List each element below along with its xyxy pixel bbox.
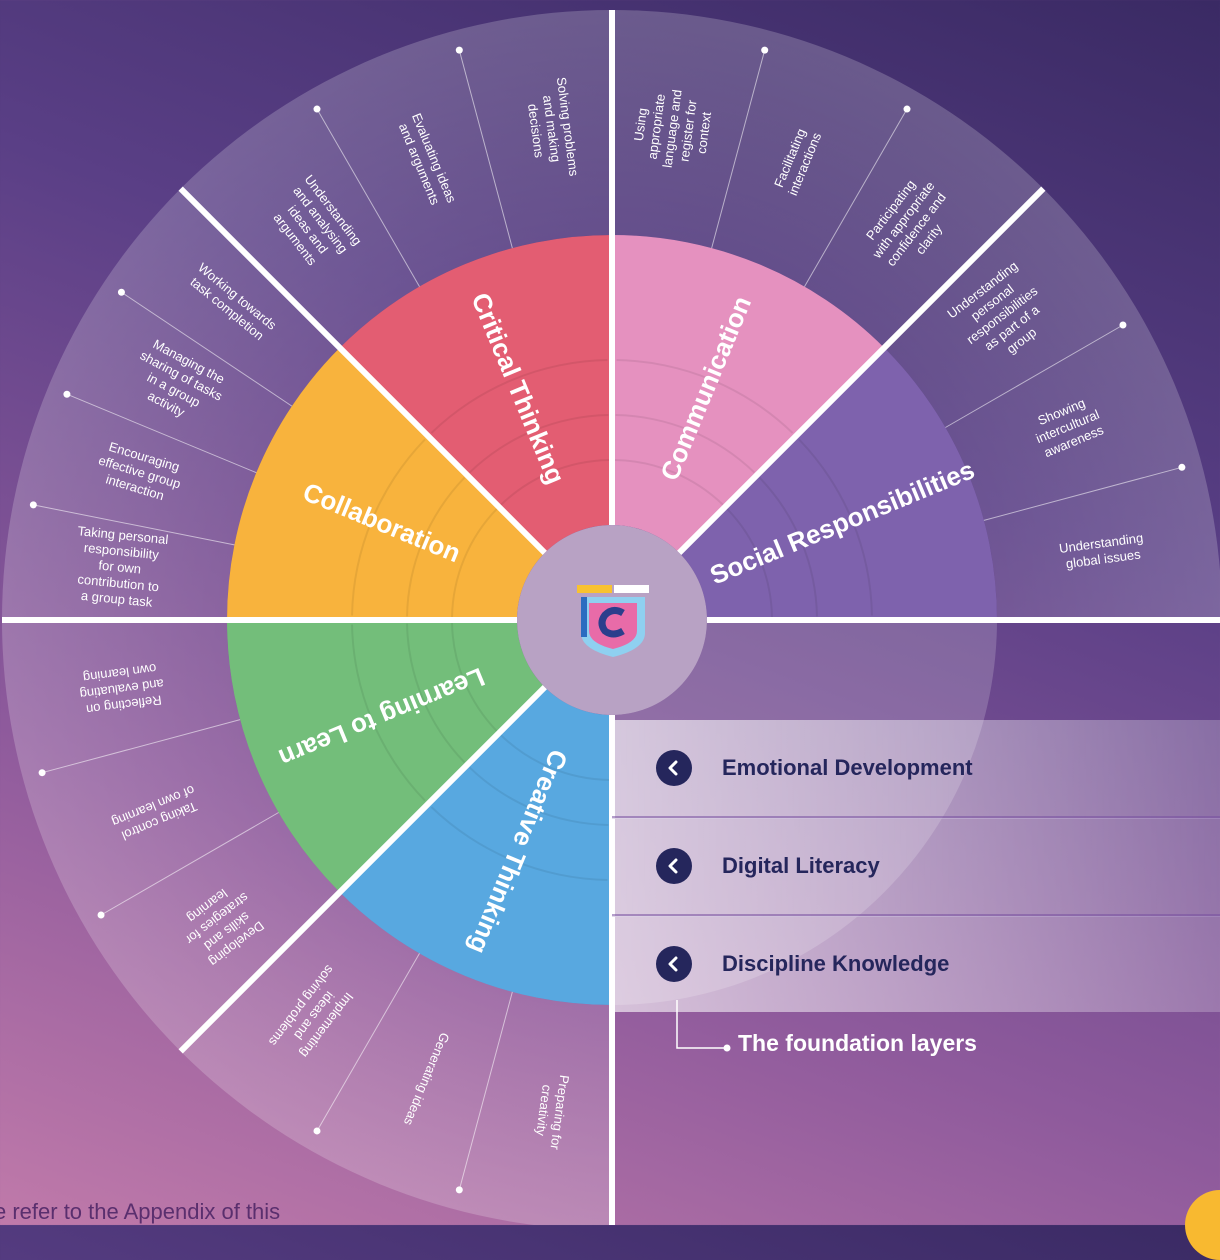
subskill-dot (903, 105, 911, 113)
subskill-dot (97, 911, 105, 919)
segment-collaboration[interactable] (227, 347, 545, 620)
subskill-dot (761, 46, 769, 54)
segment-learning-to-learn[interactable] (227, 620, 545, 893)
foundation-layer-label: Emotional Development (722, 755, 973, 780)
sector-divider (677, 186, 1046, 555)
chevron-left-icon[interactable] (656, 848, 692, 884)
segment-social-responsibilities[interactable] (679, 347, 997, 620)
appendix-note: e refer to the Appendix of this (0, 1199, 281, 1224)
subskill-dot (313, 1127, 321, 1135)
subskill-dot (29, 501, 37, 509)
sector-divider (178, 186, 547, 555)
subskill-divider (100, 812, 279, 916)
subskill-divider (458, 991, 513, 1191)
foundation-layers-label: The foundation layers (738, 1030, 977, 1056)
subskill-dot (117, 288, 125, 296)
foundation-layer-emotional-development[interactable]: Emotional Development (612, 720, 1220, 819)
subskill-label: Managing thesharing of tasksin a groupac… (123, 333, 233, 432)
foundation-layer-label: Digital Literacy (722, 853, 880, 878)
subskill-divider (945, 324, 1124, 428)
subskill-dot (1119, 321, 1127, 329)
chevron-left-icon[interactable] (656, 946, 692, 982)
subskill-divider (983, 466, 1183, 521)
subskill-divider (316, 953, 420, 1132)
subskill-divider (316, 108, 420, 287)
shield-c-logo-icon (577, 585, 649, 657)
segment-critical-thinking[interactable] (339, 235, 612, 553)
subskill-divider (458, 49, 513, 249)
chevron-left-icon[interactable] (656, 750, 692, 786)
foundation-layer-label: Discipline Knowledge (722, 951, 950, 976)
subskill-dot (455, 46, 463, 54)
subskill-divider (66, 393, 257, 474)
subskill-label: Taking personalresponsibilityfor owncont… (71, 523, 169, 611)
foundation-layer-digital-literacy[interactable]: Digital Literacy (612, 818, 1220, 917)
subskill-dot (455, 1186, 463, 1194)
foundation-layer-discipline-knowledge[interactable]: Discipline Knowledge (612, 916, 1220, 1012)
subskill-divider (121, 291, 293, 407)
subskill-divider (33, 504, 235, 546)
subskill-dot (1178, 463, 1186, 471)
subskill-divider (41, 719, 241, 774)
segment-creative-thinking[interactable] (339, 687, 612, 1005)
subskill-divider (804, 108, 908, 287)
subskill-divider (711, 49, 766, 249)
segment-communication[interactable] (612, 235, 885, 553)
subskill-label: Usingappropriatelanguage andregister for… (628, 84, 717, 172)
subskill-dot (38, 769, 46, 777)
subskill-dot (313, 105, 321, 113)
sector-divider (178, 685, 547, 1054)
subskill-label: Solving problemsand makingdecisions (522, 76, 582, 181)
subskill-dot (63, 390, 71, 398)
